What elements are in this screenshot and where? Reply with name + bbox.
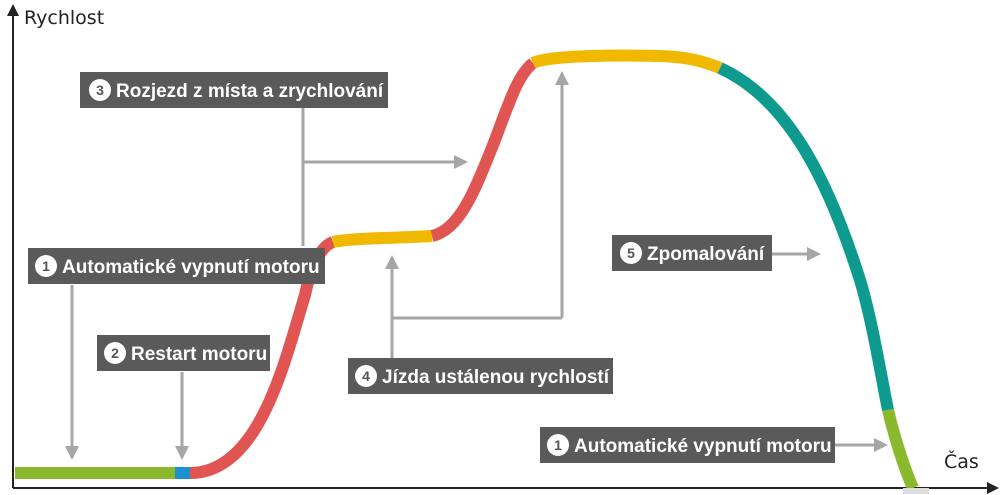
callout-text: Automatické vypnutí motoru <box>62 257 320 278</box>
callout-number-badge <box>620 242 642 264</box>
callout-box <box>540 427 835 463</box>
callout-box <box>28 248 325 284</box>
callout-number-badge <box>104 342 126 364</box>
callout-steady: 4 Jízda ustálenou rychlostí <box>348 358 613 394</box>
callout-number: 5 <box>627 245 635 261</box>
segment-steady-2 <box>530 49 723 74</box>
arrowhead-restart <box>175 446 189 460</box>
y-axis-label: Rychlost <box>24 7 104 29</box>
segment-acceleration-2 <box>430 58 538 242</box>
x-axis-label: Čas <box>944 449 979 473</box>
arrowhead-auto-stop-2 <box>874 438 888 452</box>
segment-auto-stop-end <box>882 408 919 491</box>
arrowhead-steady-left <box>385 255 399 269</box>
callout-text: Rozjezd z místa a zrychlování <box>116 81 384 102</box>
callout-number: 1 <box>554 437 562 453</box>
segment-steady-1 <box>331 230 433 248</box>
callout-box <box>348 358 613 394</box>
callout-auto-stop-2: 1 Automatické vypnutí motoru <box>540 427 835 463</box>
connectors <box>65 71 888 460</box>
callout-number-badge <box>89 79 111 101</box>
callout-restart: 2 Restart motoru <box>97 335 270 371</box>
callout-text: Restart motoru <box>131 344 267 365</box>
callout-auto-stop-1: 1 Automatické vypnutí motoru <box>28 248 325 284</box>
arrowhead-steady-right <box>555 71 569 85</box>
callout-deceleration: 5 Zpomalování <box>612 235 772 271</box>
callout-number: 4 <box>362 368 370 384</box>
callout-acceleration: 3 Rozjezd z místa a zrychlování <box>80 72 388 108</box>
arrowhead-deceleration <box>807 247 821 261</box>
callout-text: Automatické vypnutí motoru <box>574 436 832 457</box>
arrowhead-auto-stop-1 <box>65 446 79 460</box>
axes: Rychlost Čas <box>7 4 999 494</box>
callout-text: Zpomalování <box>647 244 765 265</box>
callout-number-badge <box>35 255 57 277</box>
speed-curve <box>15 49 929 494</box>
callout-number-badge <box>355 365 377 387</box>
arrowhead-acceleration <box>454 155 468 169</box>
callout-number: 2 <box>111 345 119 361</box>
callout-text: Jízda ustálenou rychlostí <box>382 367 610 388</box>
stop-marker <box>903 488 929 494</box>
callout-box <box>80 72 388 108</box>
y-axis-arrowhead <box>7 4 19 16</box>
segment-deceleration <box>717 62 894 412</box>
x-axis-arrowhead <box>987 482 999 494</box>
callout-number: 1 <box>42 258 50 274</box>
callout-number: 3 <box>96 82 104 98</box>
callout-number-badge <box>547 434 569 456</box>
